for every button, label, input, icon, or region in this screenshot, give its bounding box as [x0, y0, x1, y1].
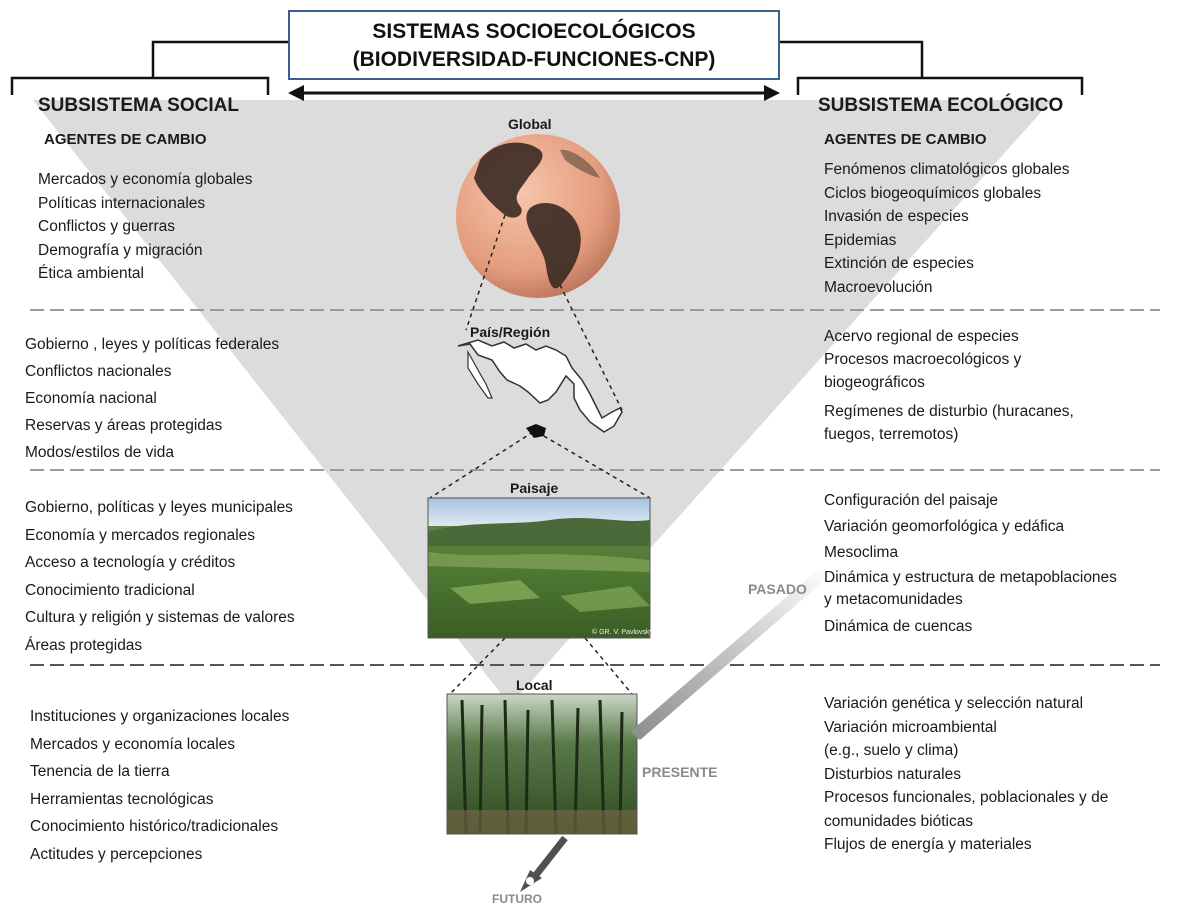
list-item: Dinámica de cuencas: [824, 618, 973, 635]
list-item: Variación geomorfológica y edáfica: [824, 518, 1065, 535]
list-item: Gobierno, políticas y leyes municipales: [25, 499, 293, 516]
level-label-global: Global: [508, 116, 552, 132]
list-item: Conocimiento tradicional: [25, 581, 195, 599]
level-label-local: Local: [516, 677, 553, 693]
time-label-past: PASADO: [748, 581, 807, 597]
ecological-global-list: Fenómenos climatológicos globales Ciclos…: [824, 158, 1070, 299]
list-item: Economía nacional: [25, 390, 157, 407]
time-label-present: PRESENTE: [642, 764, 718, 780]
time-arrow: [520, 568, 832, 892]
bidirectional-arrow: [288, 85, 780, 101]
list-item: Extinción de especies: [824, 255, 974, 272]
list-item: Acceso a tecnología y créditos: [25, 554, 236, 571]
social-landscape-list: Gobierno, políticas y leyes municipales …: [25, 494, 295, 659]
list-item: Demografía y migración: [38, 241, 203, 259]
social-subsystem-header: SUBSISTEMA SOCIAL: [38, 95, 239, 116]
level-label-landscape: Paisaje: [510, 480, 559, 496]
social-region-list: Gobierno , leyes y políticas federales C…: [25, 331, 279, 466]
list-item: Variación genética y selección natural: [824, 695, 1084, 712]
ecological-landscape-list: Configuración del paisaje Variación geom…: [824, 488, 1117, 640]
list-item: y metacomunidades: [824, 591, 963, 608]
title-line-2: (BIODIVERSIDAD-FUNCIONES-CNP): [352, 48, 716, 71]
list-item: Ética ambiental: [38, 265, 144, 282]
list-item: fuegos, terremotos): [824, 426, 959, 443]
level-label-region: País/Región: [470, 324, 551, 340]
title-line-1: SISTEMAS SOCIOECOLÓGICOS: [372, 20, 696, 43]
level-dividers: [30, 309, 1160, 471]
social-local-list: Instituciones y organizaciones locales M…: [30, 703, 289, 868]
zoom-guides: [429, 214, 651, 695]
list-item: Ciclos biogeoquímicos globales: [824, 184, 1042, 202]
list-item: Mercados y economía locales: [30, 735, 236, 753]
list-item: Conflictos nacionales: [25, 363, 172, 380]
list-item: Fenómenos climatológicos globales: [824, 161, 1070, 178]
list-item: Gobierno , leyes y políticas federales: [25, 336, 280, 353]
landscape-photo: [427, 497, 651, 639]
list-item: Cultura y religión y sistemas de valores: [25, 609, 295, 626]
list-item: Mesoclima: [824, 544, 899, 561]
forest-photo: [446, 693, 638, 835]
list-item: Conocimiento histórico/tradicionales: [30, 818, 279, 835]
list-item: biogeográficos: [824, 374, 925, 391]
list-item: Instituciones y organizaciones locales: [30, 708, 290, 725]
photo-credit: © GR. V. Pavlovsky: [592, 628, 653, 636]
list-item: Configuración del paisaje: [824, 492, 999, 509]
mexico-map-image: [457, 339, 623, 438]
list-item: Macroevolución: [824, 278, 933, 296]
list-item: Variación microambiental: [824, 718, 997, 736]
social-global-list: Mercados y economía globales Políticas i…: [38, 168, 253, 286]
title-box: SISTEMAS SOCIOECOLÓGICOS (BIODIVERSIDAD-…: [288, 10, 780, 80]
list-item: Modos/estilos de vida: [25, 444, 175, 461]
ecological-subsystem-header: SUBSISTEMA ECOLÓGICO: [818, 95, 1064, 116]
list-item: Acervo regional de especies: [824, 328, 1019, 345]
list-item: Tenencia de la tierra: [30, 763, 170, 780]
list-item: Áreas protegidas: [25, 636, 143, 654]
list-item: Reservas y áreas protegidas: [25, 417, 223, 434]
list-item: Procesos macroecológicos y: [824, 351, 1022, 368]
list-item: Regímenes de disturbio (huracanes,: [824, 403, 1074, 420]
ecological-region-list: Acervo regional de especies Procesos mac…: [824, 325, 1074, 446]
list-item: Economía y mercados regionales: [25, 526, 256, 544]
list-item: Políticas internacionales: [38, 194, 206, 212]
list-item: Disturbios naturales: [824, 765, 961, 783]
list-item: Herramientas tecnológicas: [30, 790, 214, 808]
list-item: Epidemias: [824, 231, 897, 249]
social-agents-label: AGENTES DE CAMBIO: [44, 131, 207, 148]
list-item: comunidades bióticas: [824, 812, 974, 830]
list-item: (e.g., suelo y clima): [824, 742, 959, 759]
list-item: Invasión de especies: [824, 208, 969, 225]
list-item: Flujos de energía y materiales: [824, 836, 1032, 853]
globe-image: [456, 134, 620, 298]
list-item: Dinámica y estructura de metapoblaciones: [824, 569, 1117, 586]
title-connectors: [10, 40, 1084, 95]
list-item: Actitudes y percepciones: [30, 845, 203, 863]
time-label-future: FUTURO: [492, 892, 542, 906]
list-item: Mercados y economía globales: [38, 171, 253, 188]
list-item: Conflictos y guerras: [38, 218, 175, 235]
ecological-agents-label: AGENTES DE CAMBIO: [824, 131, 987, 148]
ecological-local-list: Variación genética y selección natural V…: [824, 692, 1108, 857]
list-item: Procesos funcionales, poblacionales y de: [824, 789, 1109, 806]
